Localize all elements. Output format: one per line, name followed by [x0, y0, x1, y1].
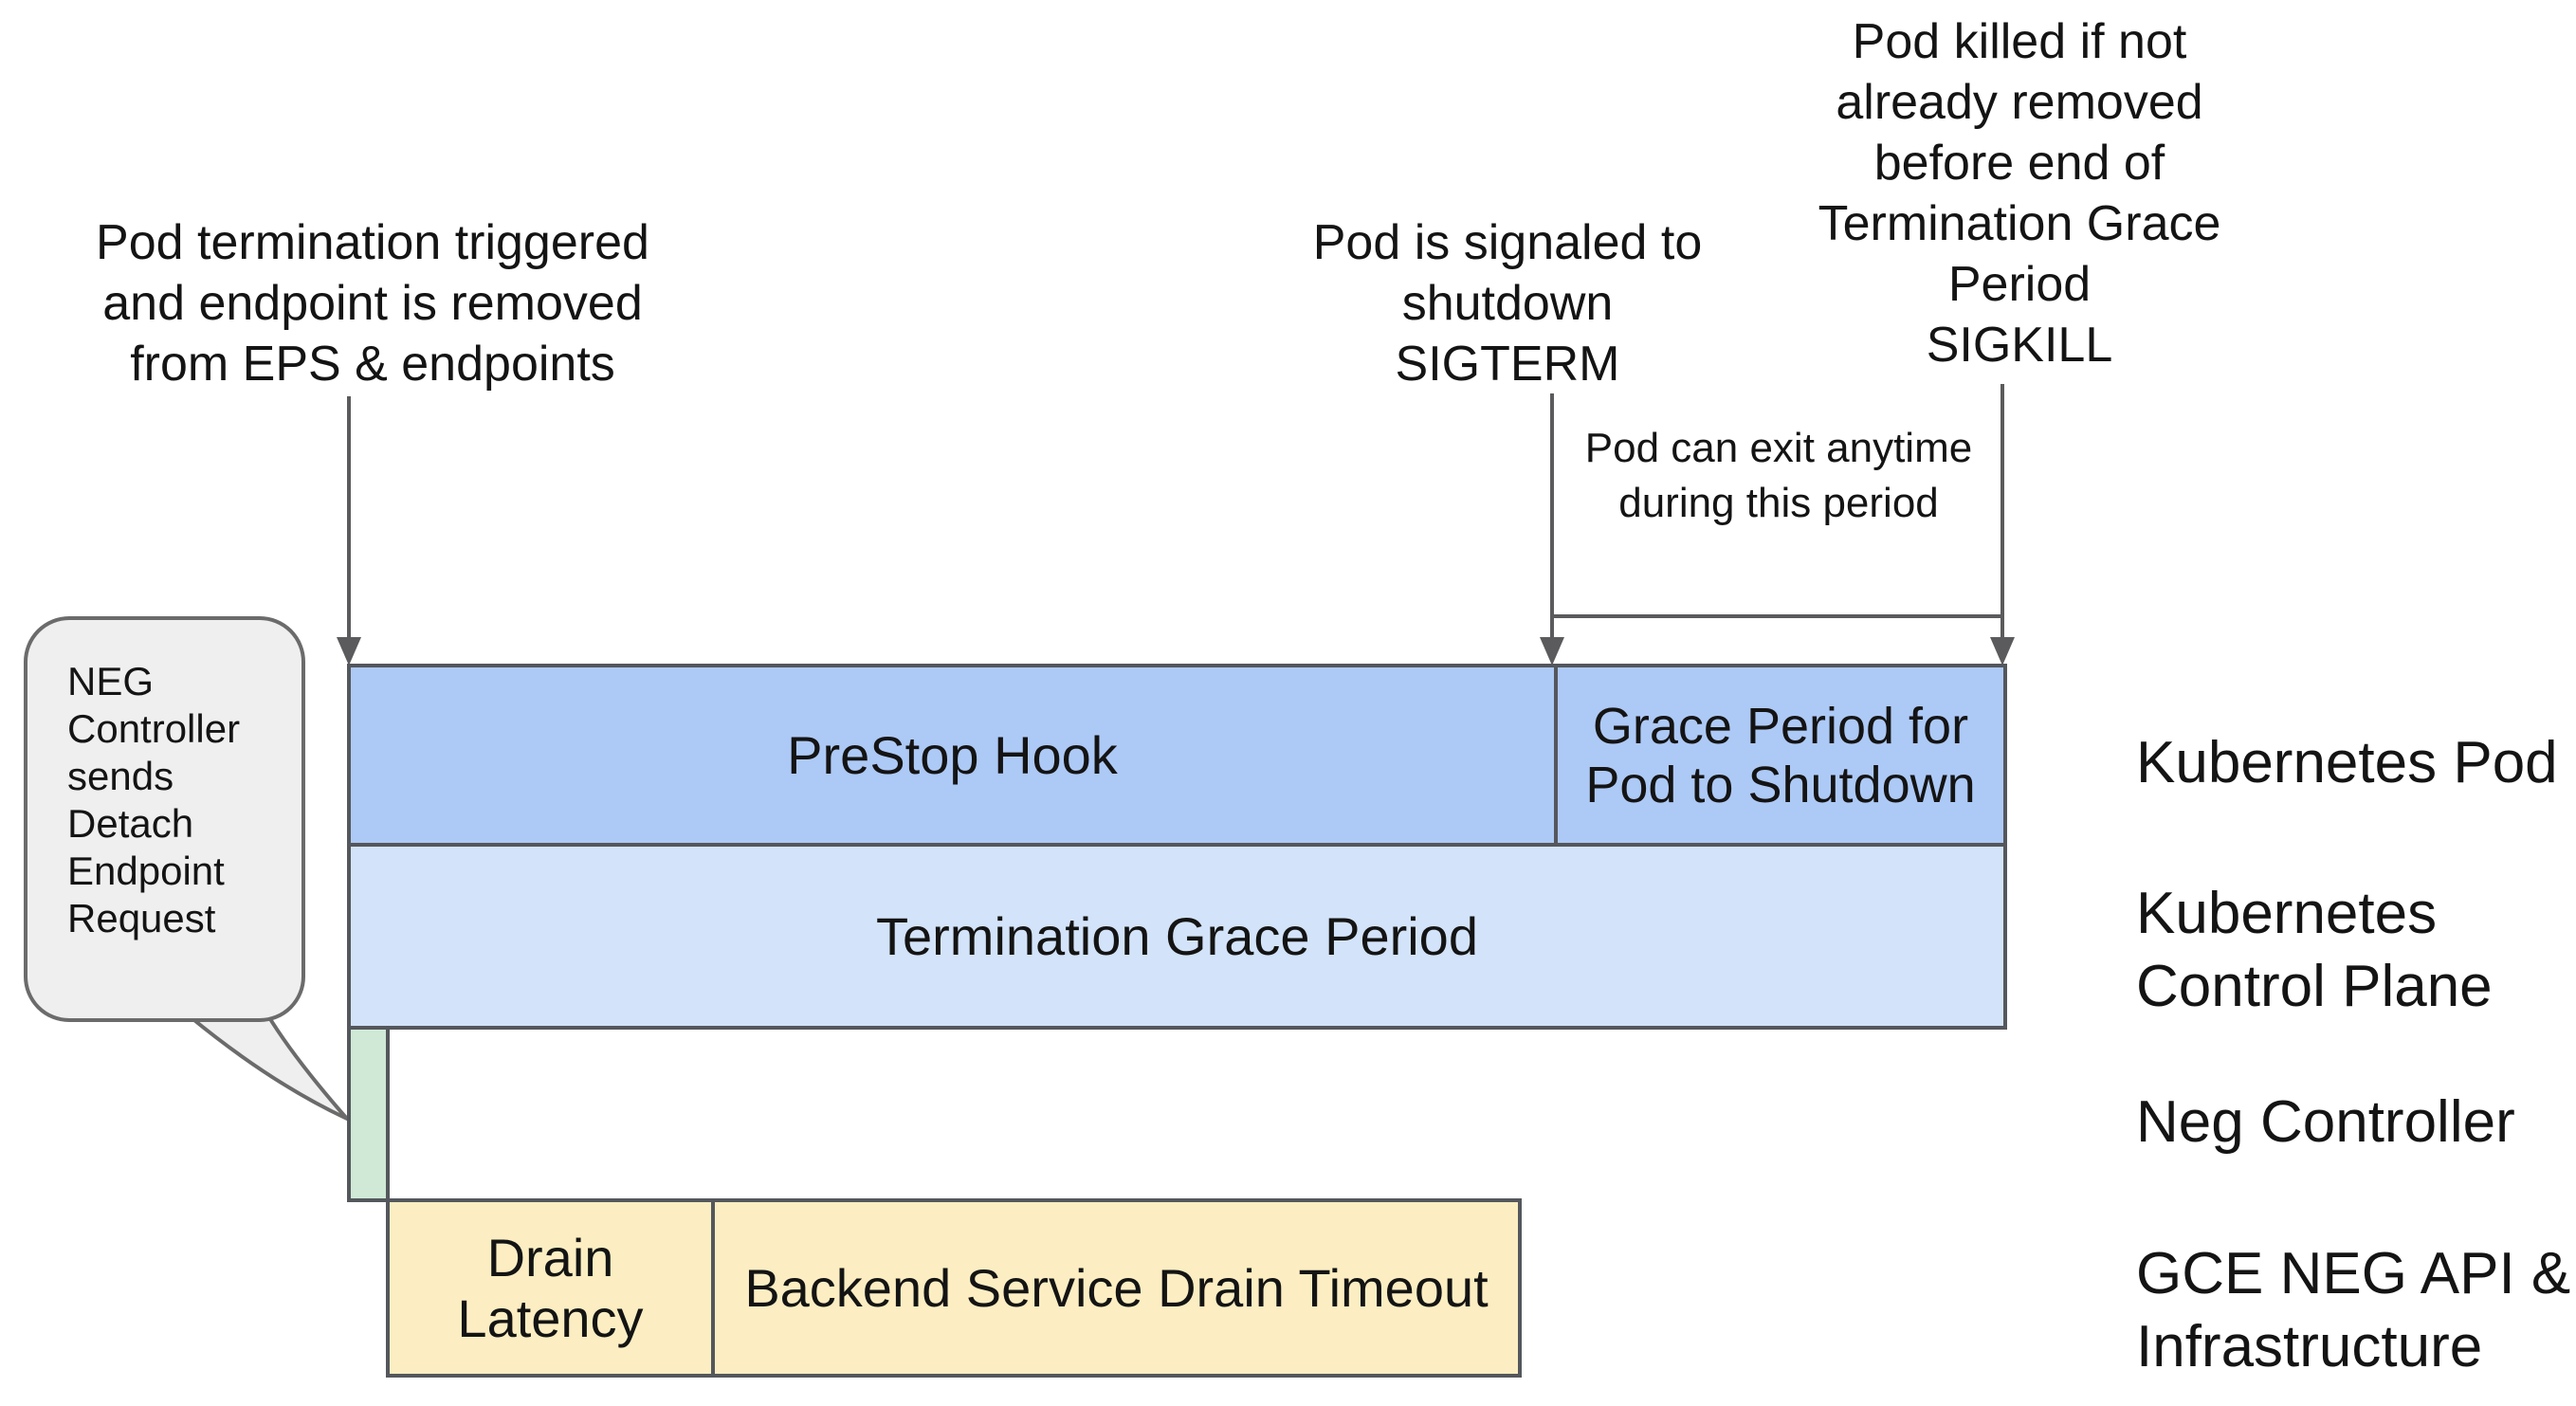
- callout-line: NEG: [67, 659, 155, 703]
- callout-line: Detach: [67, 801, 194, 846]
- bar-neg-controller-detach: [347, 1026, 390, 1202]
- neg-controller-callout-text: NEG Controller sends Detach Endpoint Req…: [67, 658, 240, 942]
- arrow-sigkill-head: [1990, 637, 2015, 666]
- bar-label: Backend Service Drain Timeout: [744, 1257, 1489, 1318]
- callout-line: sends: [67, 754, 174, 798]
- annotation-line: SIGTERM: [1395, 337, 1620, 392]
- annotation-line: Pod can exit anytime: [1584, 425, 1973, 471]
- callout-line: Request: [67, 896, 216, 940]
- row-label-line: Infrastructure: [2136, 1314, 2483, 1379]
- speech-bubble-tail: [188, 1013, 349, 1121]
- neg-controller-callout-bubble: NEG Controller sends Detach Endpoint Req…: [24, 616, 305, 1022]
- annotation-sigkill: Pod killed if not already removed before…: [1754, 11, 2285, 375]
- annotation-line: SIGKILL: [1926, 318, 2113, 373]
- callout-line: Endpoint: [67, 849, 225, 893]
- annotation-line: from EPS & endpoints: [130, 337, 615, 392]
- bar-label: PreStop Hook: [787, 724, 1118, 785]
- annotation-line: before end of: [1873, 136, 2165, 191]
- bar-backend-service-drain-timeout: Backend Service Drain Timeout: [711, 1198, 1522, 1378]
- annotation-exit-period: Pod can exit anytime during this period: [1564, 421, 1993, 531]
- bar-termination-grace-period: Termination Grace Period: [347, 843, 2007, 1030]
- callout-line: Controller: [67, 706, 241, 751]
- bar-label-line: Grace Period for: [1592, 697, 1969, 755]
- arrow-sigterm-head: [1540, 637, 1564, 666]
- bar-prestop-hook: PreStop Hook: [347, 664, 1558, 847]
- row-label-gce-neg-api: GCE NEG API & Infrastructure: [2136, 1237, 2570, 1383]
- bar-grace-period-pod-shutdown: Grace Period for Pod to Shutdown: [1554, 664, 2007, 847]
- arrow-termination-trigger-head: [337, 637, 361, 666]
- row-label-kubernetes-pod: Kubernetes Pod: [2136, 730, 2558, 795]
- row-label-line: Kubernetes: [2136, 881, 2438, 946]
- annotation-line: Pod killed if not: [1852, 14, 2187, 69]
- row-label-line: GCE NEG API &: [2136, 1241, 2571, 1306]
- annotation-line: Pod termination triggered: [96, 215, 649, 270]
- annotation-line: already removed: [1836, 75, 2203, 130]
- annotation-line: shutdown: [1401, 276, 1614, 331]
- bar-label-line: Latency: [457, 1287, 644, 1348]
- annotation-sigterm: Pod is signaled to shutdown SIGTERM: [1270, 212, 1745, 394]
- row-label-kubernetes-control-plane: Kubernetes Control Plane: [2136, 877, 2493, 1023]
- bar-label: Termination Grace Period: [876, 905, 1478, 966]
- row-label-line: Control Plane: [2136, 954, 2493, 1019]
- annotation-line: during this period: [1618, 480, 1939, 526]
- annotation-line: Period: [1947, 257, 2092, 312]
- bar-label-line: Drain: [486, 1227, 614, 1287]
- row-label-neg-controller: Neg Controller: [2136, 1089, 2515, 1155]
- bar-drain-latency: Drain Latency: [386, 1198, 715, 1378]
- annotation-termination-trigger: Pod termination triggered and endpoint i…: [38, 212, 707, 394]
- annotation-line: Pod is signaled to: [1312, 215, 1703, 270]
- bar-label-line: Pod to Shutdown: [1585, 756, 1976, 813]
- annotation-line: and endpoint is removed: [102, 276, 643, 331]
- annotation-line: Termination Grace: [1818, 196, 2221, 251]
